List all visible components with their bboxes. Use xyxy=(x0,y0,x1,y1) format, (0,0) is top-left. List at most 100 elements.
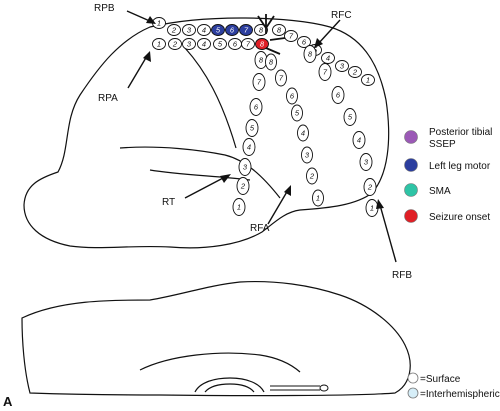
panel-label: A xyxy=(3,394,13,409)
label-rfa: RFA xyxy=(250,223,270,234)
electrode-rpb-top-3 xyxy=(182,24,196,36)
electrode-label-rpa-3: 3 xyxy=(187,40,192,49)
electrode-rpa-2 xyxy=(168,38,182,50)
brain-outline-lateral xyxy=(23,17,390,249)
electrode-label-rfb-4: 4 xyxy=(357,136,361,145)
electrode-rfb-5 xyxy=(343,108,357,126)
electrode-label-rt-3: 3 xyxy=(243,163,248,172)
electrode-rpb-top-8 xyxy=(254,24,268,36)
electrode-rt-6 xyxy=(249,98,263,116)
legend-label-seizure-onset: Seizure onset xyxy=(429,212,490,223)
electrode-rfa-7 xyxy=(275,69,287,87)
legend-swatch-interhemispheric xyxy=(407,387,419,399)
electrode-label-rfb-7: 7 xyxy=(323,68,328,77)
legend-swatch-posterior-tibial xyxy=(404,130,418,144)
electrode-label-rfa-6: 6 xyxy=(290,92,295,101)
electrode-label-rfb-8: 8 xyxy=(308,50,313,59)
electrode-label-rt-2: 2 xyxy=(240,182,246,191)
electrode-label-rt-5: 5 xyxy=(250,124,255,133)
electrode-label-rpb-1: 1 xyxy=(157,19,161,28)
electrode-label-rfb-3: 3 xyxy=(364,158,369,167)
electrode-rpa-4 xyxy=(197,38,211,50)
ventricle-tip xyxy=(319,384,329,392)
electrode-rfc-3 xyxy=(335,60,349,72)
electrode-label-rfc-7: 7 xyxy=(289,32,294,41)
electrode-label-rfa-5: 5 xyxy=(295,109,300,118)
electrode-rfa-5 xyxy=(291,104,303,122)
electrode-rfa-3 xyxy=(301,146,313,164)
electrode-label-rfb-2: 2 xyxy=(367,183,373,192)
electrode-rfc-2 xyxy=(348,66,362,78)
electrode-rpa-1 xyxy=(152,38,166,50)
electrode-rfb-4 xyxy=(352,131,366,149)
electrode-label-rfa-2: 2 xyxy=(309,172,315,181)
electrode-label-rpb-top-8: 8 xyxy=(259,26,264,35)
electrode-rfa-2 xyxy=(306,167,318,185)
electrode-label-rt-1: 1 xyxy=(237,203,241,212)
electrode-label-rt-8: 8 xyxy=(259,56,264,65)
electrode-rfa-1 xyxy=(312,189,324,207)
electrode-label-rfb-5: 5 xyxy=(348,113,353,122)
electrode-rfb-7 xyxy=(318,63,332,81)
corpus-callosum xyxy=(194,377,265,393)
legend-swatch-sma xyxy=(404,183,418,197)
legend-swatch-seizure-onset xyxy=(404,209,418,223)
electrode-rpa-8 xyxy=(255,38,269,50)
electrode-label-rpa-4: 4 xyxy=(202,40,206,49)
electrode-rfa-6 xyxy=(286,87,298,105)
electrode-rfb-3 xyxy=(359,153,373,171)
electrode-label-rfc-2: 2 xyxy=(352,68,358,77)
electrode-label-rfa-4: 4 xyxy=(301,129,305,138)
label-rfb: RFB xyxy=(392,270,412,281)
electrode-rpa-3 xyxy=(182,38,196,50)
electrode-label-rpb-top-4: 4 xyxy=(202,26,206,35)
electrode-rt-2 xyxy=(236,177,250,195)
corpus-callosum-inner xyxy=(204,383,255,393)
legend-swatch-left-leg-motor xyxy=(404,158,418,172)
electrode-rfc-8 xyxy=(272,24,286,36)
arrow-rpa xyxy=(127,51,151,89)
medial-sulcus xyxy=(139,352,301,373)
electrode-rpb-top-4 xyxy=(197,24,211,36)
brain-outline-medial xyxy=(21,280,411,397)
electrode-label-rpb-top-3: 3 xyxy=(187,26,192,35)
electrode-rpb-top-2 xyxy=(167,24,181,36)
electrode-label-rpb-top-2: 2 xyxy=(171,26,177,35)
electrode-label-rt-6: 6 xyxy=(254,103,259,112)
electrode-label-rfb-6: 6 xyxy=(336,91,341,100)
legend-label-surface: =Surface xyxy=(420,374,461,385)
electrode-rt-5 xyxy=(245,119,259,137)
electrode-label-rpa-7: 7 xyxy=(246,40,251,49)
electrode-label-rfc-3: 3 xyxy=(340,62,345,71)
temporal-sulcus xyxy=(149,169,251,181)
electrode-label-rfc-4: 4 xyxy=(326,54,330,63)
electrode-label-rfc-1: 1 xyxy=(366,76,370,85)
arrow-seizure-marker xyxy=(257,14,286,55)
label-rpb: RPB xyxy=(94,3,115,14)
electrode-label-rfa-3: 3 xyxy=(305,151,310,160)
electrode-rpb-top-6 xyxy=(225,24,239,36)
central-sulcus xyxy=(184,47,237,149)
electrode-rt-4 xyxy=(242,138,256,156)
electrode-rt-1 xyxy=(232,198,246,216)
electrode-label-rpb-top-5: 5 xyxy=(216,26,221,35)
electrode-rfb-2 xyxy=(363,178,377,196)
legend-label-interhemispheric: =Interhemispheric xyxy=(420,389,500,400)
electrode-label-rpb-top-6: 6 xyxy=(230,26,235,35)
electrode-rfc-1 xyxy=(361,74,375,86)
electrode-label-rt-7: 7 xyxy=(257,78,262,87)
legend-label-left-leg-motor: Left leg motor xyxy=(429,161,491,172)
electrode-label-rfa-7: 7 xyxy=(279,74,284,83)
electrode-rfc-7 xyxy=(284,30,298,42)
electrode-rpa-5 xyxy=(213,38,227,50)
electrode-rt-7 xyxy=(252,73,266,91)
electrode-grid: 1123456782345678876543218765432187654321… xyxy=(152,17,379,217)
arrow-rpb xyxy=(126,10,156,24)
electrode-rfa-8 xyxy=(265,53,277,71)
legend-label-posterior-tibial-1: Posterior tibial xyxy=(429,127,492,138)
arrow-rfc xyxy=(314,19,341,48)
legend-label-posterior-tibial-2: SSEP xyxy=(429,139,456,150)
arrow-rt xyxy=(184,174,231,199)
legend: Posterior tibial SSEP Left leg motor SMA… xyxy=(404,127,500,400)
